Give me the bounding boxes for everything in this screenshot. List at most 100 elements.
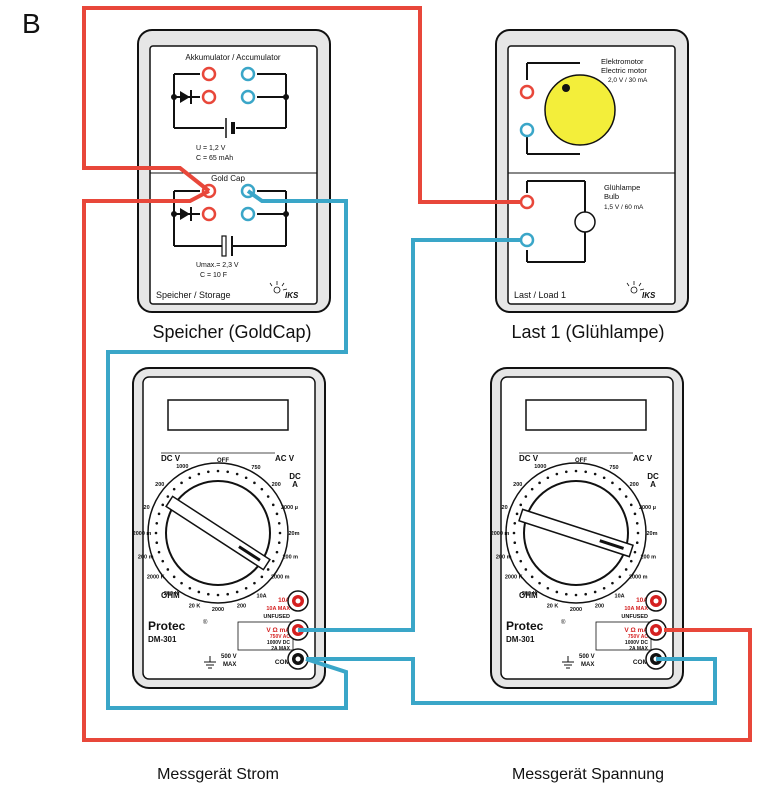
accumulator-circuit <box>173 73 287 138</box>
dial-tick <box>624 495 628 498</box>
dial-range-label: 200 <box>272 482 281 488</box>
dial-tick <box>188 476 192 480</box>
dial-tick <box>155 522 159 525</box>
dial-tick <box>253 481 256 485</box>
accumulator-jack-blue-bottom[interactable] <box>240 89 256 105</box>
iks-logo-icon: IKS <box>269 281 299 300</box>
dial-tick <box>555 472 559 476</box>
dial-range-label: 200 m <box>640 554 656 560</box>
dial-tick <box>216 469 220 473</box>
dial-tick <box>565 592 568 596</box>
dial-tick <box>513 541 517 544</box>
warn-500v-label: 500 V <box>579 654 595 660</box>
v-max-dc-label: 1000V DC <box>267 640 290 646</box>
dial-tick <box>278 531 282 535</box>
jack-10a-label: 10A <box>278 597 290 604</box>
dial-tick <box>574 469 578 473</box>
goldcap-title: Gold Cap <box>211 174 245 183</box>
jack-v-ohm-ma[interactable] <box>645 619 667 641</box>
dial-tick <box>635 541 639 544</box>
dial-tick <box>538 581 541 585</box>
dial-range-label: 2000 µ <box>281 505 298 511</box>
svg-text:IKS: IKS <box>642 291 656 300</box>
ground-icon <box>204 656 216 669</box>
current-meter-caption: Messgerät Strom <box>157 766 279 783</box>
registered-mark: ® <box>561 619 566 626</box>
dial-tick <box>260 487 264 491</box>
bulb-jack-blue[interactable] <box>519 232 535 248</box>
dial-tick <box>266 568 270 571</box>
red-wire-goldcap-to-voltmeter <box>82 189 752 742</box>
bulb-circuit <box>526 180 586 263</box>
dial-range-label: 2000 m <box>271 575 290 581</box>
accumulator-jack-blue-top[interactable] <box>240 66 256 82</box>
dial-range-label: 2000 m <box>491 531 510 537</box>
bulb-title-en: Bulb <box>604 192 619 201</box>
motor-jack-red[interactable] <box>519 84 535 100</box>
jack-com[interactable] <box>287 648 309 670</box>
dial-range-label: 200 <box>513 482 522 488</box>
dial-range-label: 1000 <box>176 464 188 470</box>
dc-voltage-label: DC V <box>519 454 539 463</box>
dial-tick <box>530 487 534 491</box>
dial-tick <box>629 559 633 563</box>
blue-wire-ammeter-com-to-voltmeter-com <box>306 657 717 705</box>
off-label: OFF <box>575 458 587 464</box>
jack-10a-max-label: 10A MAX <box>266 606 290 612</box>
accumulator-jack-red-bottom[interactable] <box>201 89 217 105</box>
dial-tick <box>555 590 559 594</box>
accumulator-title: Akkumulator / Accumulator <box>185 53 280 62</box>
dial-tick <box>161 559 165 563</box>
dial-range-label: 200 K <box>522 591 537 597</box>
dial-tick <box>154 531 158 535</box>
dial-range-label: 2000 µ <box>639 505 656 511</box>
dial-tick <box>546 476 550 480</box>
jack-v-ohm-ma-label: V Ω mA <box>266 627 290 634</box>
dial-tick <box>244 476 248 480</box>
ohm-label: OHM <box>519 591 538 600</box>
bulb-jack-red[interactable] <box>519 194 535 210</box>
dial-tick <box>635 522 639 525</box>
dial-tick <box>618 487 622 491</box>
dial-tick <box>157 550 161 554</box>
com-label: COM <box>633 659 648 666</box>
storage-caption: Speicher (GoldCap) <box>152 322 311 342</box>
dial-range-label: 200 <box>630 482 639 488</box>
brand-label: Protec <box>506 619 544 633</box>
jack-10a[interactable] <box>645 590 667 612</box>
dial-tick <box>519 503 523 507</box>
accumulator-jack-red-top[interactable] <box>201 66 217 82</box>
dial-tick <box>166 568 170 571</box>
dial-tick <box>611 481 614 485</box>
bulb-title-de: Glühlampe <box>604 183 640 192</box>
dial-range-label: 200 m <box>138 554 154 560</box>
electric-motor-icon <box>544 74 616 146</box>
dial-tick <box>277 522 281 525</box>
brand-label: Protec <box>148 619 186 633</box>
dial-tick <box>155 541 159 544</box>
com-label: COM <box>275 659 290 666</box>
dial-range-label: 2000 m <box>133 531 152 537</box>
jack-10a[interactable] <box>287 590 309 612</box>
dial-tick <box>275 550 279 554</box>
model-label: DM-301 <box>148 635 177 644</box>
accumulator-voltage: U = 1,2 V <box>196 145 226 152</box>
dial-range-label: 200 <box>155 482 164 488</box>
dial-tick <box>207 470 210 474</box>
motor-jack-blue[interactable] <box>519 122 535 138</box>
dial-tick <box>584 592 587 596</box>
goldcap-voltage: Umax.= 2,3 V <box>196 262 239 269</box>
goldcap-jack-blue-bottom[interactable] <box>240 206 256 222</box>
model-label: DM-301 <box>506 635 535 644</box>
accumulator-diode-icon <box>180 90 192 104</box>
load-footer-label: Last / Load 1 <box>514 290 566 300</box>
storage-module-panel <box>149 45 318 305</box>
goldcap-jack-red-bottom[interactable] <box>201 206 217 222</box>
dial-range-label: 20m <box>646 531 657 537</box>
dial-range-label: 750 <box>609 465 618 471</box>
warn-500v-label: 500 V <box>221 654 237 660</box>
dial-tick <box>266 495 270 498</box>
dial-tick <box>271 503 275 507</box>
dial-tick <box>593 590 597 594</box>
